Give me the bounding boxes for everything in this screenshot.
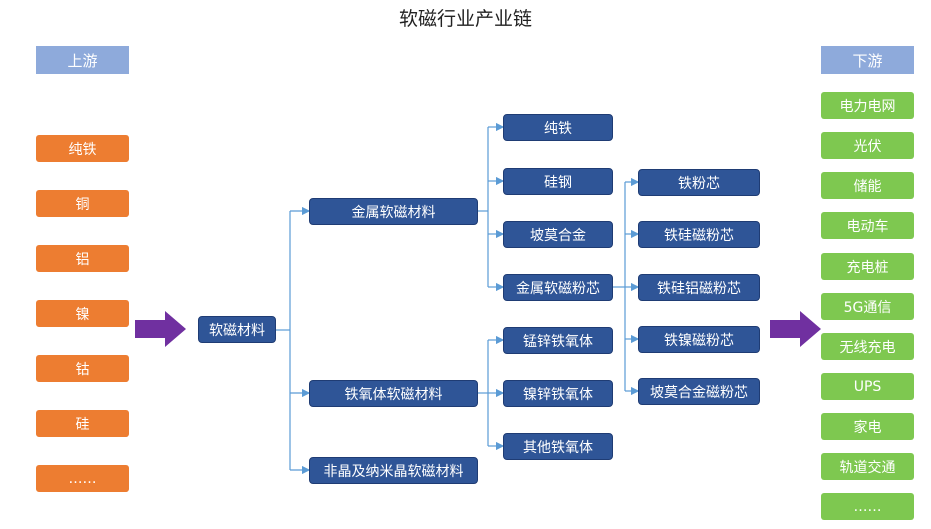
node-metal-powder-core: 金属软磁粉芯: [503, 274, 613, 301]
node-metal-child: 坡莫合金: [503, 221, 613, 248]
downstream-item: 家电: [821, 413, 914, 440]
downstream-item: 轨道交通: [821, 453, 914, 480]
upstream-item: 硅: [36, 410, 129, 437]
upstream-item: ……: [36, 465, 129, 492]
downstream-item: 储能: [821, 172, 914, 199]
node-ferrite-soft-magnetic: 铁氧体软磁材料: [309, 380, 478, 407]
downstream-item: 充电桩: [821, 253, 914, 280]
downstream-item: 电力电网: [821, 92, 914, 119]
node-ferrite-child: 锰锌铁氧体: [503, 327, 613, 354]
root-node: 软磁材料: [198, 316, 276, 343]
node-ferrite-child: 其他铁氧体: [503, 433, 613, 460]
node-metal-child: 纯铁: [503, 114, 613, 141]
downstream-item: UPS: [821, 373, 914, 400]
downstream-item: 电动车: [821, 212, 914, 239]
downstream-item: 光伏: [821, 132, 914, 159]
downstream-header: 下游: [821, 46, 914, 74]
node-powder-core: 铁镍磁粉芯: [638, 326, 760, 353]
node-powder-core: 坡莫合金磁粉芯: [638, 378, 760, 405]
diagram-title: 软磁行业产业链: [398, 8, 532, 30]
upstream-header: 上游: [36, 46, 129, 74]
upstream-item: 镍: [36, 300, 129, 327]
downstream-item: 无线充电: [821, 333, 914, 360]
downstream-item: ……: [821, 493, 914, 520]
node-ferrite-child: 镍锌铁氧体: [503, 380, 613, 407]
upstream-item: 铝: [36, 245, 129, 272]
node-powder-core: 铁硅磁粉芯: [638, 221, 760, 248]
node-powder-core: 铁粉芯: [638, 169, 760, 196]
node-metal-soft-magnetic: 金属软磁材料: [309, 198, 478, 225]
upstream-item: 铜: [36, 190, 129, 217]
node-powder-core: 铁硅铝磁粉芯: [638, 274, 760, 301]
node-metal-child: 硅钢: [503, 168, 613, 195]
node-amorphous-nanocrystalline: 非晶及纳米晶软磁材料: [309, 457, 478, 484]
upstream-item: 纯铁: [36, 135, 129, 162]
downstream-item: 5G通信: [821, 293, 914, 320]
upstream-item: 钴: [36, 355, 129, 382]
downstream-arrow: [770, 311, 821, 347]
upstream-arrow: [135, 311, 186, 347]
